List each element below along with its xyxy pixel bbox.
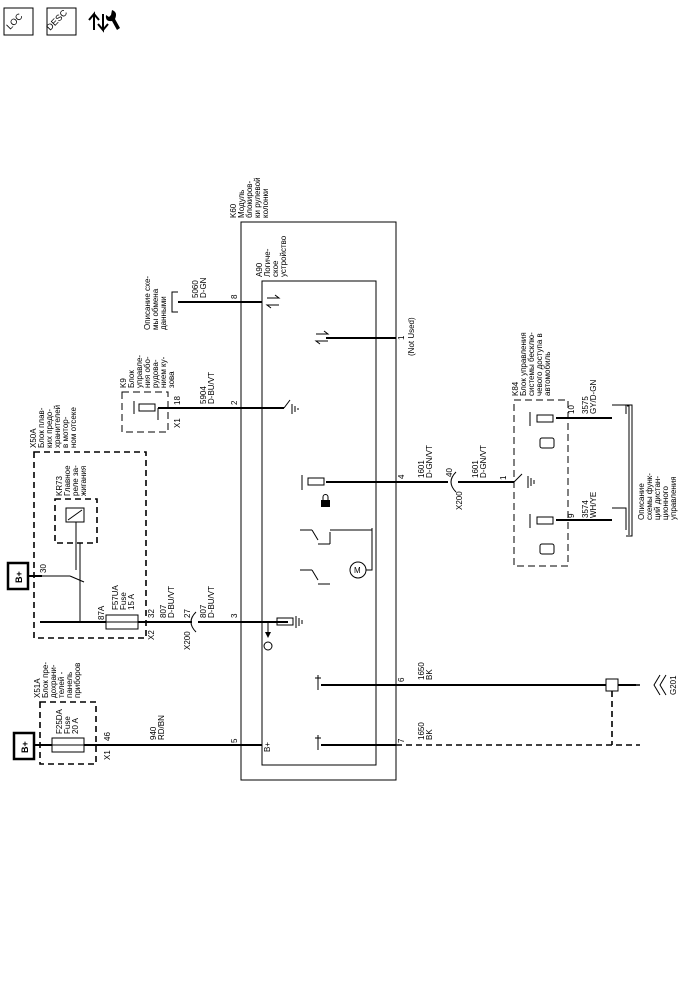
pin-x2: X2 [147, 630, 156, 640]
wire-807-a: 807D-BU/VT [159, 586, 176, 618]
pin-30: 30 [39, 564, 48, 573]
k60-label: K60Модульблокиров-ки рулевойколонки [229, 177, 270, 218]
pin-1: 1 [397, 335, 406, 340]
svg-text:KR73Главноереле за-жигания: KR73Главноереле за-жигания [55, 465, 88, 496]
pin-6: 6 [397, 677, 406, 682]
svg-text:K60Модульблокиров-ки рулевойко: K60Модульблокиров-ки рулевойколонки [229, 177, 270, 218]
pin-87a: 87A [97, 605, 106, 620]
pin-18: 18 [173, 396, 182, 405]
svg-text:X51AБлок пре-дохрани-телей -па: X51AБлок пре-дохрани-телей -панельприбор… [33, 662, 82, 698]
pin-40: 40 [445, 468, 454, 477]
kr73-label: KR73Главноереле за-жигания [55, 465, 88, 496]
bplus-label-2: B+ [20, 741, 30, 753]
svg-text:A90Логиче-скоеустройство: A90Логиче-скоеустройство [255, 235, 288, 277]
g201-splice [605, 678, 619, 692]
k84-label: K84Блок управлениясистемы бесклю-чевого … [511, 332, 552, 396]
wire-5060: 5060D-GN [191, 277, 208, 298]
svg-text:X50AБлок плав-ких предо-хранит: X50AБлок плав-ких предо-хранителейв мото… [29, 405, 78, 448]
svg-text:K9Блокуправле-ния обо-рудова-н: K9Блокуправле-ния обо-рудова-нием ку-зов… [119, 355, 176, 388]
x50a-label: X50AБлок плав-ких предо-хранителейв мото… [29, 405, 78, 448]
kr73-relay-box [54, 498, 98, 544]
pin-27: 27 [183, 609, 192, 618]
service-info-icon[interactable] [88, 10, 120, 33]
wire-940: 940RD/BN [149, 715, 166, 740]
pin-46: 46 [103, 732, 112, 741]
pin-5: 5 [230, 738, 239, 743]
fuse-f25da-label: F25DAFuse20 A [55, 708, 80, 734]
x50a-fuse-block [33, 451, 147, 639]
pin-9: 9 [567, 513, 576, 518]
pin-x1-a: X1 [173, 418, 182, 428]
wire-1650-a: 1650BK [417, 662, 434, 680]
wire-3575: 3575GY/D-GN [581, 380, 598, 414]
not-used-label: (Not Used) [407, 317, 416, 356]
fuse-f57ua-label: F57UAFuse15 A [111, 584, 136, 610]
pin-x1-b: X1 [103, 750, 112, 760]
pin-10: 10 [567, 405, 576, 414]
pin-4: 4 [397, 474, 406, 479]
wire-1601-b: 1601D-GN/VT [471, 445, 488, 478]
pin-7: 7 [397, 738, 406, 743]
pin-k84-1: 1 [499, 475, 508, 480]
toolbar: LOC DESC [3, 7, 120, 36]
svg-text:K84Блок управлениясистемы беск: K84Блок управлениясистемы бесклю-чевого … [511, 332, 552, 396]
pin-32: 32 [147, 609, 156, 618]
k9-label: K9Блокуправле-ния обо-рудова-нием ку-зов… [119, 355, 176, 388]
wire-807-b: 807D-BU/VT [199, 586, 216, 618]
pin-3: 3 [230, 613, 239, 618]
wire-5904: 5904D-BU/VT [199, 372, 216, 404]
a90-logic-box [261, 280, 377, 766]
wire-1601-a: 1601D-GN/VT [417, 445, 434, 478]
svg-text:Описаниесхемы функ-ций дистан-: Описаниесхемы функ-ций дистан-ционногоуп… [637, 473, 678, 520]
remote-desc-label: Описаниесхемы функ-ций дистан-ционногоуп… [637, 473, 678, 520]
wire-3574: 3574WH/YE [581, 492, 598, 518]
k84-keyless-box [513, 399, 569, 567]
x51a-label: X51AБлок пре-дохрани-телей -панельприбор… [33, 662, 82, 698]
loc-button[interactable]: LOC [3, 7, 34, 36]
bplus-label-1: B+ [14, 571, 24, 583]
svg-text:Описание схе-мы обменаданными: Описание схе-мы обменаданными [143, 276, 168, 330]
svg-text:M: M [354, 566, 361, 575]
x200-a: X200 [455, 491, 464, 510]
x51a-fuse-block [39, 701, 97, 765]
pin-2: 2 [230, 400, 239, 405]
desc-button[interactable]: DESC [44, 7, 77, 36]
x200-b: X200 [183, 631, 192, 650]
bplus-inner-label: B+ [263, 742, 272, 752]
pin-8: 8 [230, 294, 239, 299]
k60-module-box [240, 221, 397, 781]
a90-label: A90Логиче-скоеустройство [255, 235, 288, 277]
data-desc-label: Описание схе-мы обменаданными [143, 276, 168, 330]
k9-module-box [121, 391, 169, 433]
g201-label: G201 [669, 675, 678, 695]
wire-1650-b: 1650BK [417, 722, 434, 740]
